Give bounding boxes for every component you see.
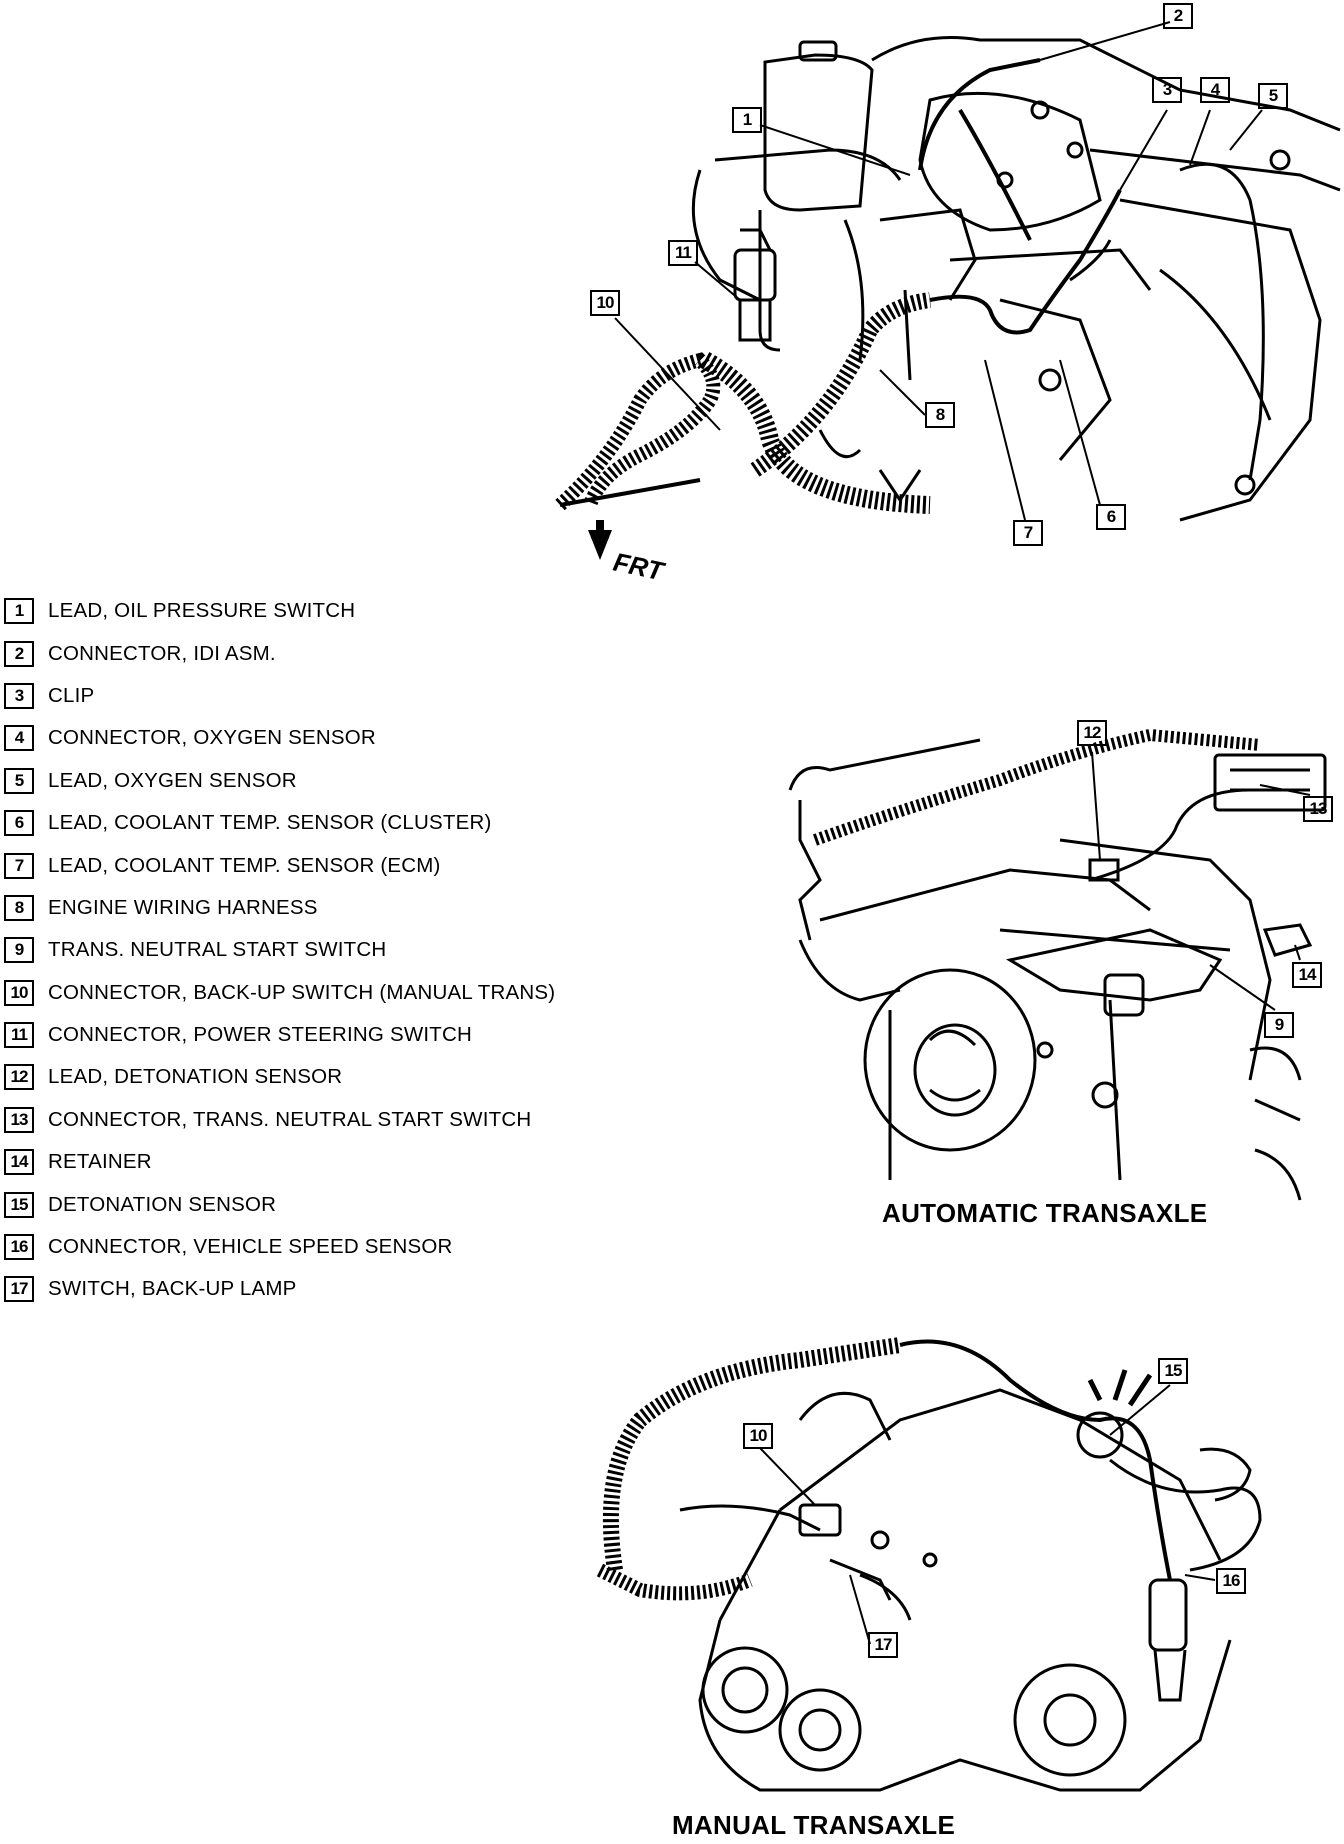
legend-number: 14 [4,1149,34,1176]
legend-label: LEAD, DETONATION SENSOR [48,1065,343,1089]
manual-transaxle-view [596,1337,1262,1792]
legend-number: 1 [4,598,34,625]
automatic-callout-9: 9 [1264,1012,1294,1038]
legend-number: 2 [4,640,34,667]
legend-label: SWITCH, BACK-UP LAMP [48,1277,297,1301]
front-direction-arrow [588,520,612,560]
automatic-transaxle-caption: AUTOMATIC TRANSAXLE [882,1198,1208,1228]
parts-legend: 1 LEAD, OIL PRESSURE SWITCH 2 CONNECTOR, I… [4,590,624,1311]
engine-callout-8: 8 [925,402,955,428]
engine-callout-1: 1 [732,107,762,133]
engine-view [555,36,1341,522]
legend-number: 15 [4,1191,34,1218]
legend-item: 1 LEAD, OIL PRESSURE SWITCH [4,590,624,632]
legend-item: 16 CONNECTOR, VEHICLE SPEED SENSOR [4,1226,624,1268]
legend-item: 9 TRANS. NEUTRAL START SWITCH [4,929,624,971]
automatic-callout-14: 14 [1292,962,1322,988]
legend-number: 7 [4,852,34,879]
legend-item: 6 LEAD, COOLANT TEMP. SENSOR (CLUSTER) [4,802,624,844]
engine-callout-3: 3 [1152,77,1182,103]
legend-item: 10 CONNECTOR, BACK-UP SWITCH (MANUAL TRAN… [4,972,624,1014]
legend-label: CLIP [48,683,95,707]
manual-callout-17: 17 [868,1632,898,1658]
manual-callout-16: 16 [1216,1568,1246,1594]
legend-item: 8 ENGINE WIRING HARNESS [4,887,624,929]
legend-label: LEAD, OIL PRESSURE SWITCH [48,599,356,623]
legend-number: 5 [4,767,34,794]
engine-callout-5: 5 [1258,83,1288,109]
manual-transaxle-caption: MANUAL TRANSAXLE [672,1810,956,1840]
legend-number: 17 [4,1276,34,1303]
legend-item: 14 RETAINER [4,1141,624,1183]
legend-label: DETONATION SENSOR [48,1192,277,1216]
legend-item: 4 CONNECTOR, OXYGEN SENSOR [4,717,624,759]
manual-callout-15: 15 [1158,1358,1188,1384]
legend-item: 11 CONNECTOR, POWER STEERING SWITCH [4,1014,624,1056]
legend-number: 4 [4,725,34,752]
legend-item: 7 LEAD, COOLANT TEMP. SENSOR (ECM) [4,844,624,886]
legend-label: CONNECTOR, VEHICLE SPEED SENSOR [48,1235,453,1259]
legend-label: CONNECTOR, OXYGEN SENSOR [48,726,376,750]
automatic-callout-13: 13 [1303,796,1333,822]
engine-callout-6: 6 [1096,504,1126,530]
legend-item: 17 SWITCH, BACK-UP LAMP [4,1268,624,1310]
manual-callout-leaders [759,1384,1216,1645]
legend-number: 9 [4,937,34,964]
automatic-callout-leaders [1091,751,1311,1011]
engine-callout-7: 7 [1013,520,1043,546]
legend-number: 8 [4,894,34,921]
legend-label: RETAINER [48,1150,152,1174]
legend-label: CONNECTOR, IDI ASM. [48,641,276,665]
legend-label: CONNECTOR, TRANS. NEUTRAL START SWITCH [48,1107,532,1131]
engine-callout-11: 11 [668,240,698,266]
legend-number: 10 [4,979,34,1006]
legend-number: 12 [4,1064,34,1091]
engine-callout-4: 4 [1200,77,1230,103]
legend-number: 6 [4,810,34,837]
legend-label: TRANS. NEUTRAL START SWITCH [48,938,387,962]
manual-callout-10: 10 [743,1423,773,1449]
legend-item: 5 LEAD, OXYGEN SENSOR [4,760,624,802]
legend-label: LEAD, OXYGEN SENSOR [48,768,297,792]
legend-number: 3 [4,682,34,709]
legend-label: ENGINE WIRING HARNESS [48,895,318,919]
engine-callout-10: 10 [590,290,620,316]
legend-item: 12 LEAD, DETONATION SENSOR [4,1056,624,1098]
legend-item: 13 CONNECTOR, TRANS. NEUTRAL START SWITCH [4,1099,624,1141]
legend-label: LEAD, COOLANT TEMP. SENSOR (ECM) [48,853,441,877]
legend-label: LEAD, COOLANT TEMP. SENSOR (CLUSTER) [48,811,492,835]
automatic-callout-12: 12 [1077,720,1107,746]
legend-number: 16 [4,1234,34,1261]
legend-label: CONNECTOR, BACK-UP SWITCH (MANUAL TRANS) [48,980,556,1004]
legend-number: 11 [4,1022,34,1049]
engine-callout-leaders [614,21,1263,521]
engine-callout-2: 2 [1163,3,1193,29]
legend-number: 13 [4,1106,34,1133]
legend-item: 3 CLIP [4,675,624,717]
automatic-transaxle-view [788,728,1327,1201]
legend-item: 15 DETONATION SENSOR [4,1183,624,1225]
legend-item: 2 CONNECTOR, IDI ASM. [4,632,624,674]
legend-label: CONNECTOR, POWER STEERING SWITCH [48,1023,473,1047]
front-direction-label: FRT [611,547,668,587]
